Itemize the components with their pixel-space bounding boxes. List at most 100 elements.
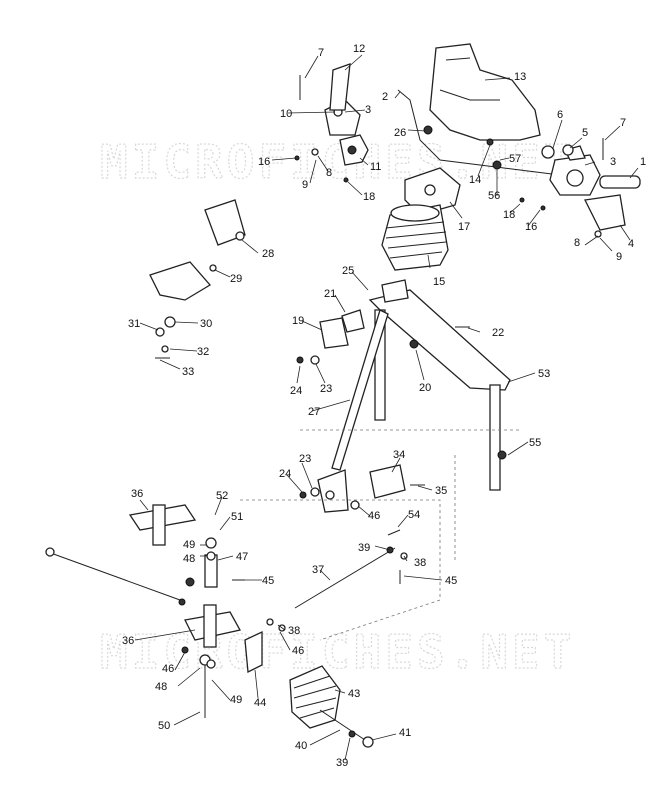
bracket-part-19 xyxy=(319,317,349,349)
callout-34: 34 xyxy=(393,449,405,461)
callout-17: 17 xyxy=(458,221,470,233)
callout-44: 44 xyxy=(254,697,266,709)
callout-49-upper: 49 xyxy=(183,539,195,551)
callout-24-upper: 24 xyxy=(290,385,302,397)
boot-part-43 xyxy=(289,665,341,729)
callout-50: 50 xyxy=(158,720,170,732)
callout-labels: 1 2 3 3 4 5 6 7 7 8 8 9 9 10 11 12 13 14… xyxy=(122,43,646,769)
callout-15: 15 xyxy=(433,276,445,288)
watermark-top: MICROFICHES.NET xyxy=(100,135,575,189)
callout-3-left: 3 xyxy=(365,104,371,116)
callout-7-left: 7 xyxy=(318,47,324,59)
callout-1: 1 xyxy=(640,156,646,168)
callout-3-right: 3 xyxy=(610,156,616,168)
callout-54: 54 xyxy=(408,509,420,521)
bracket-part-34 xyxy=(369,464,406,499)
callout-2: 2 xyxy=(382,91,388,103)
top-fasteners xyxy=(294,75,604,238)
bracket-part-4 xyxy=(584,194,626,231)
plate-part-12 xyxy=(329,63,351,111)
callout-9-right: 9 xyxy=(616,251,622,263)
callout-6: 6 xyxy=(557,109,563,121)
center-fasteners xyxy=(296,326,507,536)
callout-41: 41 xyxy=(399,727,411,739)
mount-part-36-top xyxy=(128,504,197,546)
callout-25: 25 xyxy=(342,265,354,277)
washer-stack-30-33 xyxy=(155,316,176,359)
callout-22: 22 xyxy=(492,327,504,339)
callout-23-upper: 23 xyxy=(320,383,332,395)
callout-47: 47 xyxy=(236,551,248,563)
callout-48-lower: 48 xyxy=(155,681,167,693)
plate-part-25 xyxy=(381,279,409,303)
callout-8-left: 8 xyxy=(326,167,332,179)
callout-18-left: 18 xyxy=(363,191,375,203)
seat-part-13 xyxy=(429,43,541,141)
callout-20: 20 xyxy=(419,382,431,394)
callout-45-right: 45 xyxy=(445,575,457,587)
pivot-housing-part-3-right xyxy=(549,145,601,196)
callout-5: 5 xyxy=(582,127,588,139)
leader-lines xyxy=(134,54,639,761)
callout-14: 14 xyxy=(469,174,481,186)
callout-56: 56 xyxy=(488,190,500,202)
block-part-11 xyxy=(339,134,369,166)
callout-29: 29 xyxy=(230,273,242,285)
callout-39-lower: 39 xyxy=(336,757,348,769)
bracket-part-29 xyxy=(149,261,217,301)
callout-38-right: 38 xyxy=(414,557,426,569)
frame-part-53 xyxy=(368,289,511,491)
callout-21: 21 xyxy=(324,288,336,300)
boot-part-15 xyxy=(381,204,449,271)
callout-7-right: 7 xyxy=(620,117,626,129)
callout-52: 52 xyxy=(216,490,228,502)
callout-46-upper: 46 xyxy=(368,510,380,522)
callout-30: 30 xyxy=(200,318,212,330)
callout-8-right: 8 xyxy=(574,237,580,249)
callout-38-left: 38 xyxy=(288,625,300,637)
bottom-fasteners xyxy=(178,546,408,738)
callout-49-lower: 49 xyxy=(230,694,242,706)
callout-46-left: 46 xyxy=(162,663,174,675)
callout-28: 28 xyxy=(262,248,274,260)
rod-part-37 xyxy=(294,547,396,609)
callout-55: 55 xyxy=(529,437,541,449)
callout-32: 32 xyxy=(197,346,209,358)
callout-36-bottom: 36 xyxy=(122,635,134,647)
bracket-part-44 xyxy=(244,630,263,674)
callout-45-left: 45 xyxy=(262,575,274,587)
callout-11: 11 xyxy=(370,161,381,173)
callout-4: 4 xyxy=(628,238,634,250)
callout-18-right: 18 xyxy=(503,209,515,221)
rod-part-left xyxy=(45,547,181,601)
shaft-part-47 xyxy=(204,537,218,588)
callout-19: 19 xyxy=(292,315,304,327)
callout-40: 40 xyxy=(295,740,307,752)
pin-part-1 xyxy=(599,175,641,189)
callout-36-top: 36 xyxy=(131,488,143,500)
shift-rod-part-2 xyxy=(397,89,561,176)
bracket-part-17 xyxy=(404,167,461,216)
callout-16-right: 16 xyxy=(525,221,537,233)
callout-31: 31 xyxy=(128,318,140,330)
callout-13: 13 xyxy=(514,71,526,83)
callout-35: 35 xyxy=(435,485,447,497)
callout-46-right: 46 xyxy=(292,645,304,657)
shaft-part-40 xyxy=(319,709,374,748)
callout-24-lower: 24 xyxy=(279,468,291,480)
watermark-bottom: MICROFICHES.NET xyxy=(100,625,575,679)
module-part-28 xyxy=(204,199,246,246)
callout-12: 12 xyxy=(353,43,365,55)
callout-51: 51 xyxy=(231,511,243,523)
callout-23-lower: 23 xyxy=(299,453,311,465)
mount-part-36-bottom xyxy=(184,604,241,648)
callout-27: 27 xyxy=(308,406,320,418)
callout-48-upper: 48 xyxy=(183,553,195,565)
callout-10: 10 xyxy=(280,108,292,120)
callout-16-left: 16 xyxy=(258,156,270,168)
callout-53: 53 xyxy=(538,368,550,380)
callout-43: 43 xyxy=(348,688,360,700)
callout-37: 37 xyxy=(312,564,324,576)
